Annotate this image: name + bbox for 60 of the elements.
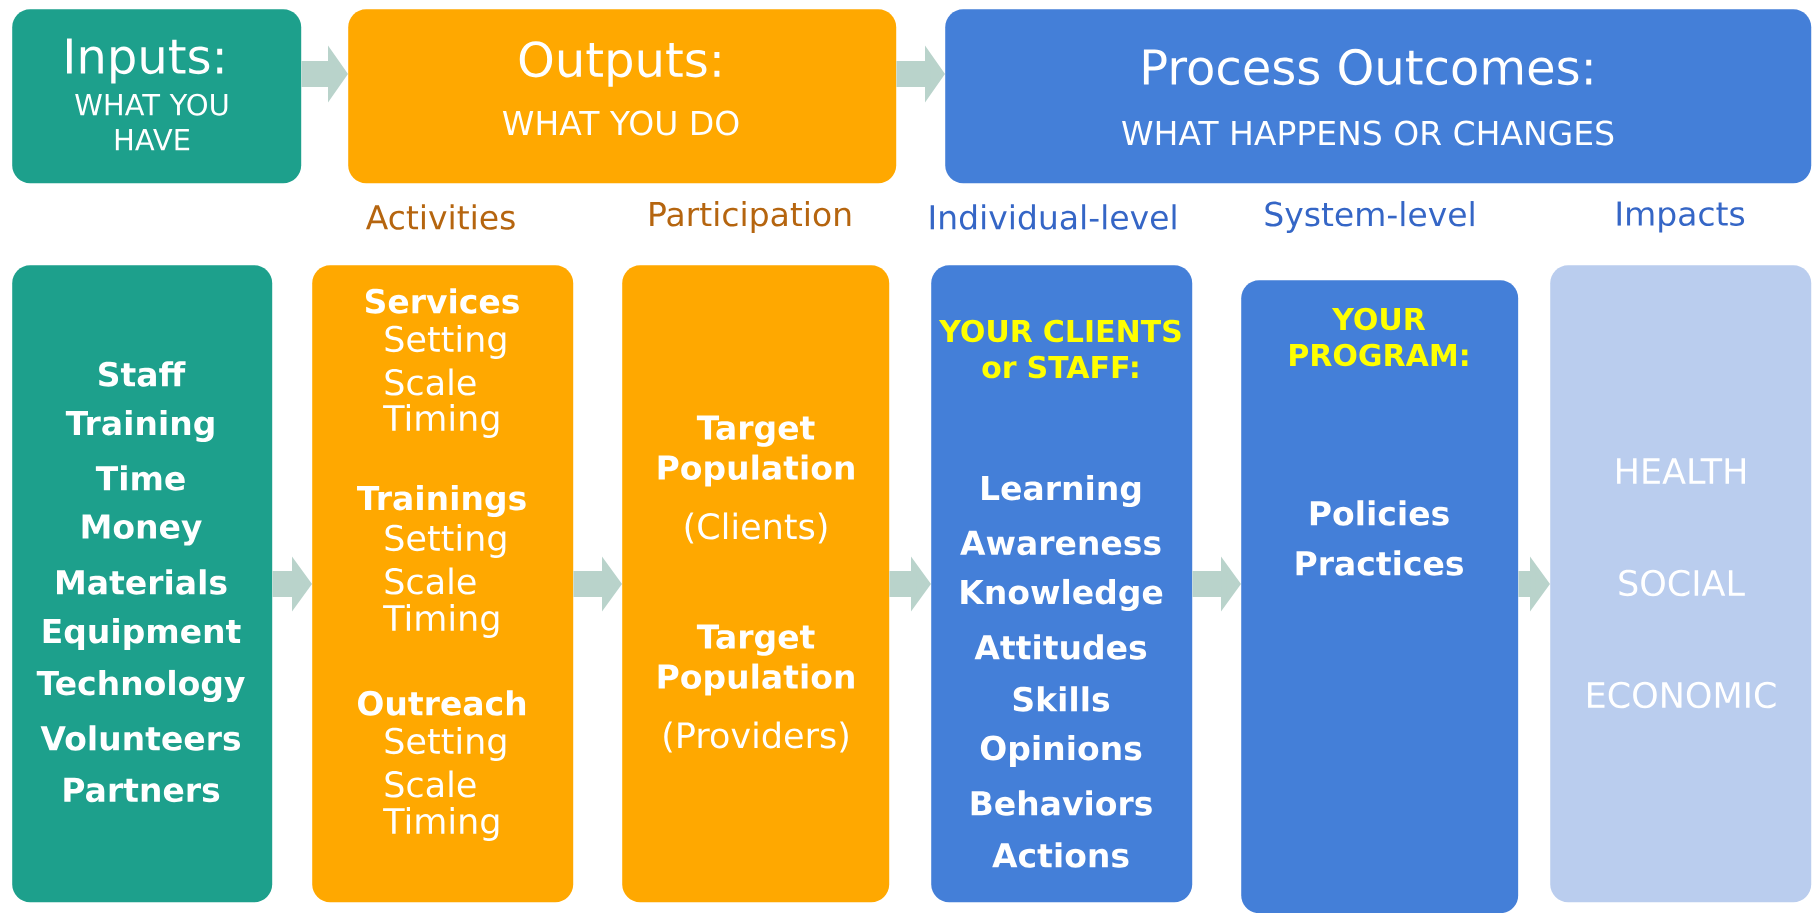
item-text: HEALTH [1617,458,1745,484]
column-box [1241,201,1519,913]
item-text: Attitudes [974,634,1147,660]
item-text: (Providers) [664,721,848,753]
column-heading: System-level [1265,201,1474,233]
item-text: Staff [99,361,186,387]
item-text: Volunteers [40,725,241,751]
stage-box [12,9,302,184]
stage-title: Inputs: [66,38,223,84]
item-text: Scale [385,770,476,798]
stage-title: Process Outcomes: [1143,48,1592,86]
column-box [12,265,273,903]
stage-title: Outputs: [519,41,720,87]
item-text: Timing [383,604,499,638]
stage-box [348,9,897,184]
item-text: Trainings [357,484,526,518]
item-text: Target Population [658,415,854,487]
stage-box [945,9,1812,184]
item-text: Training [65,409,214,443]
item-text: Actions [992,842,1129,868]
column-heading: Activities [366,204,515,230]
item-text: Equipment [43,618,241,650]
item-text: Setting [385,524,506,558]
column-box [622,201,890,903]
item-text: Money [82,514,202,546]
column-heading: Individual-level [930,204,1176,230]
item-text: Technology [36,669,245,703]
stage-subtitle: WHAT HAPPENS OR CHANGES [1122,120,1614,146]
column-box [1550,201,1812,903]
item-text: Scale [385,368,476,396]
item-text: Learning [982,474,1141,508]
item-text: Skills [1013,686,1110,712]
item-text: Awareness [960,530,1161,556]
stage-subtitle: WHAT YOU HAVE [75,93,228,151]
group-heading: YOUR PROGRAM: [1290,307,1468,367]
stage-subtitle: WHAT YOU DO [502,110,739,136]
item-text: ECONOMIC [1588,681,1776,709]
group-heading: YOUR CLIENTS or STAFF: [938,319,1181,379]
item-text: Outreach [358,690,526,716]
item-text: (Clients) [685,512,827,544]
item-text: Scale [385,567,476,595]
item-text: Target Population [658,624,854,696]
item-text: Knowledge [961,578,1163,612]
column-heading: Participation [650,201,851,233]
item-text: Opinions [980,735,1142,767]
item-text: Policies [1310,500,1449,526]
item-text: Services [365,288,519,314]
item-text: Timing [383,807,499,841]
column-box [312,204,574,903]
item-text: Behaviors [971,790,1152,816]
item-text: Setting [385,727,506,761]
item-text: Practices [1296,550,1463,576]
item-text: Materials [57,569,227,595]
column-box [930,204,1193,903]
item-text: SOCIAL [1619,569,1745,597]
item-text: Partners [64,777,220,803]
item-text: Timing [383,404,499,438]
item-text: Setting [385,325,506,359]
column-heading: Impacts [1617,201,1745,233]
item-text: Time [95,465,185,491]
